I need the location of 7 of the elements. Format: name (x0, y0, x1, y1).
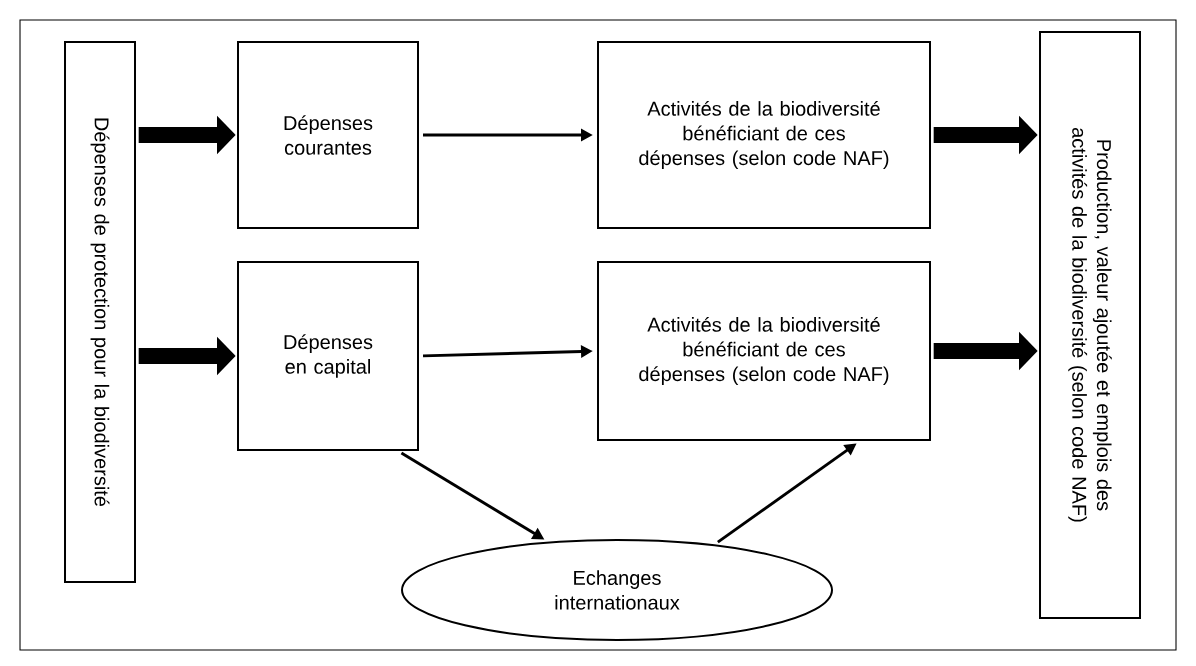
process-box: Activités de la biodiversité bénéficiant de ces dépenses (selon code NAF) (597, 41, 931, 229)
oval: Echanges internationaux (401, 539, 833, 641)
vertical-box: Production, valeur ajoutée et emplois des activités de la biodiversité (selon code NAF) (1039, 31, 1141, 619)
process-box: Dépenses courantes (237, 41, 419, 229)
process-box: Dépenses en capital (237, 261, 419, 451)
process-box: Activités de la biodiversité bénéficiant de ces dépenses (selon code NAF) (597, 261, 931, 441)
vertical-box: Dépenses de protection pour la biodiversité (64, 41, 136, 583)
